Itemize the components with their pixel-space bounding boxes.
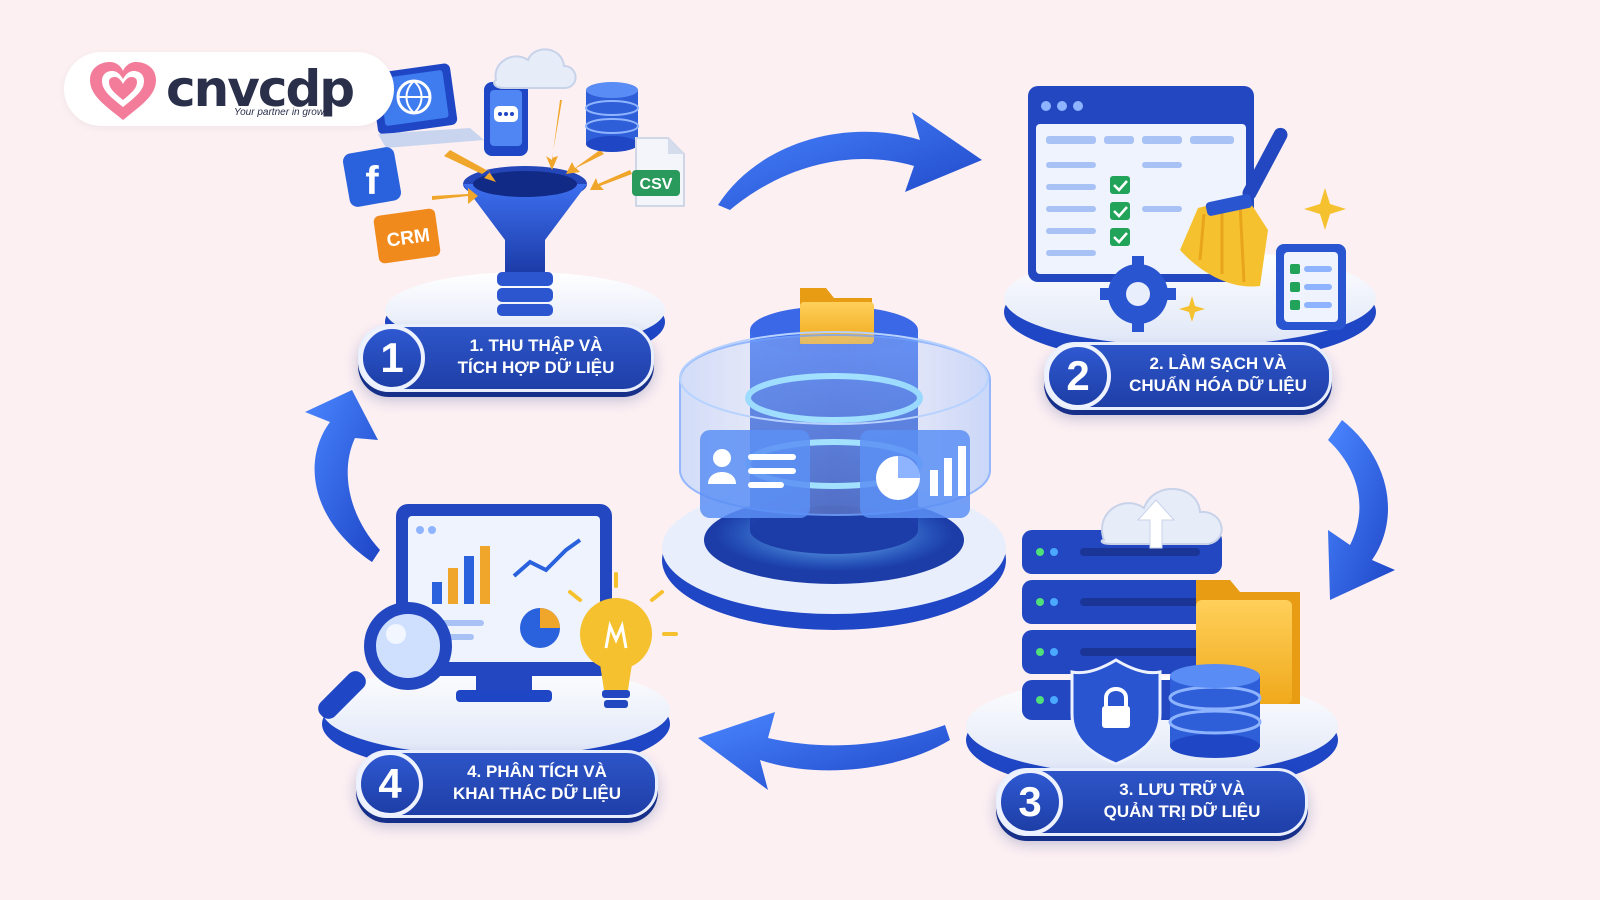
step-4-label-line2: KHAI THÁC DỮ LIỆU bbox=[452, 784, 622, 803]
gear-icon bbox=[1100, 256, 1176, 332]
step-1-label-line2: TÍCH HỢP DỮ LIỆU bbox=[457, 358, 615, 377]
step-3-label-line2: QUẢN TRỊ DỮ LIỆU bbox=[1103, 802, 1261, 821]
cloud-upload-icon bbox=[1100, 487, 1223, 549]
cloud-icon bbox=[493, 48, 577, 89]
csv-file-icon: CSV bbox=[632, 137, 685, 207]
monitor-chart-icon bbox=[396, 504, 612, 702]
arrow-2-to-3 bbox=[1328, 420, 1395, 600]
funnel-icon bbox=[463, 166, 587, 316]
lightbulb-icon bbox=[568, 572, 678, 708]
magnifier-icon bbox=[318, 602, 452, 719]
step-3-label: 3. LƯU TRỮ VÀ QUẢN TRỊ DỮ LIỆU bbox=[1073, 779, 1291, 823]
phone-chat-icon bbox=[484, 82, 528, 156]
center-folder-icon bbox=[800, 288, 874, 344]
step-1-label-line1: 1. THU THẬP VÀ bbox=[469, 336, 603, 355]
step-3-label-line1: 3. LƯU TRỮ VÀ bbox=[1119, 780, 1245, 799]
step-4-badge: 4 4. PHÂN TÍCH VÀ KHAI THÁC DỮ LIỆU bbox=[356, 750, 658, 818]
database-stack-icon bbox=[1168, 664, 1262, 758]
checklist-icon bbox=[1276, 244, 1346, 330]
arrow-1-to-2 bbox=[718, 112, 982, 210]
broom-icon bbox=[1180, 127, 1288, 287]
step2-illustration bbox=[1004, 86, 1376, 364]
pie-chart-icon bbox=[860, 430, 970, 518]
step-4-number: 4 bbox=[357, 751, 423, 817]
facebook-icon: f bbox=[342, 147, 402, 207]
sparkle-icon bbox=[1179, 188, 1346, 322]
arrow-3-to-4 bbox=[698, 712, 950, 790]
user-card-icon bbox=[700, 430, 810, 518]
step4-illustration bbox=[318, 504, 678, 774]
heart-logo-icon bbox=[90, 62, 156, 120]
database-icon bbox=[585, 82, 639, 152]
step-2-badge: 2 2. LÀM SẠCH VÀ CHUẨN HÓA DỮ LIỆU bbox=[1044, 342, 1332, 410]
arrow-4-to-1 bbox=[305, 390, 380, 562]
facebook-glyph: f bbox=[365, 159, 379, 203]
shield-lock-icon bbox=[1070, 658, 1162, 766]
step-3-badge: 3 3. LƯU TRỮ VÀ QUẢN TRỊ DỮ LIỆU bbox=[996, 768, 1308, 836]
center-hub bbox=[662, 288, 1006, 630]
step-2-number: 2 bbox=[1045, 343, 1111, 409]
step-2-label: 2. LÀM SẠCH VÀ CHUẨN HÓA DỮ LIỆU bbox=[1121, 353, 1315, 397]
step-1-number: 1 bbox=[359, 325, 425, 391]
step-3-number: 3 bbox=[997, 769, 1063, 835]
brand-tagline: Your partner in growth bbox=[234, 107, 333, 118]
step-1-label: 1. THU THẬP VÀ TÍCH HỢP DỮ LIỆU bbox=[435, 335, 637, 379]
crm-icon: CRM bbox=[373, 208, 441, 264]
brand-wordmark: cnvcdp bbox=[166, 60, 355, 118]
step-4-label-line1: 4. PHÂN TÍCH VÀ bbox=[467, 762, 607, 781]
brand-logo[interactable]: cnvcdp Your partner in growth bbox=[64, 52, 394, 126]
step-4-label: 4. PHÂN TÍCH VÀ KHAI THÁC DỮ LIỆU bbox=[433, 761, 641, 805]
step-1-badge: 1 1. THU THẬP VÀ TÍCH HỢP DỮ LIỆU bbox=[358, 324, 654, 392]
step-2-label-line1: 2. LÀM SẠCH VÀ bbox=[1149, 354, 1287, 373]
csv-label: CSV bbox=[640, 176, 673, 193]
step3-illustration bbox=[966, 487, 1338, 794]
step-2-label-line2: CHUẨN HÓA DỮ LIỆU bbox=[1129, 376, 1307, 395]
